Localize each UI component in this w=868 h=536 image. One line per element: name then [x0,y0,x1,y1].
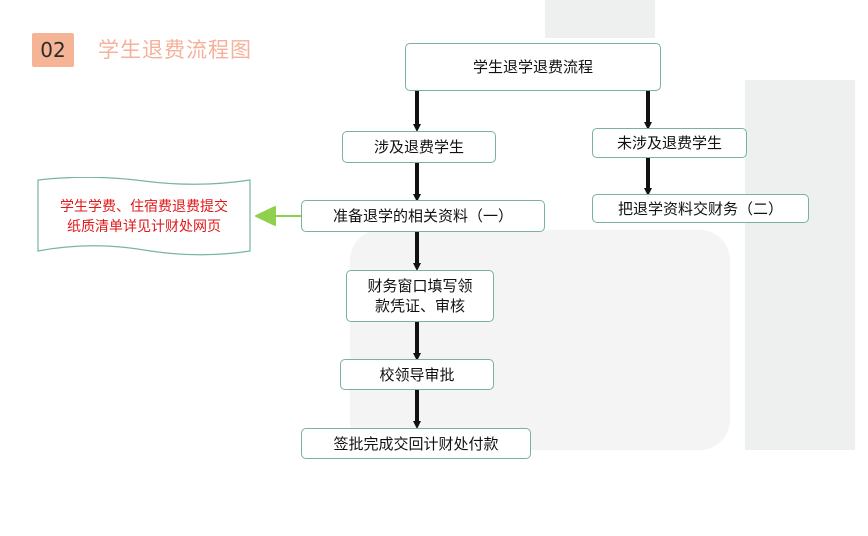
section-number: 02 [32,33,74,67]
background-shelf [745,80,855,450]
node-fill-voucher-line-1: 财务窗口填写领 [367,277,473,295]
node-fill-voucher-line-2: 款凭证、审核 [374,297,465,315]
note-text: 学生学费、住宿费退费提交 纸质清单详见计财处网页 [54,197,234,237]
background-frame [545,0,655,38]
note-banner: 学生学费、住宿费退费提交 纸质清单详见计财处网页 [36,177,252,257]
note-line-2: 纸质清单详见计财处网页 [67,219,221,235]
note-banner-shape [37,177,251,256]
node-right-branch: 未涉及退费学生 [592,128,747,158]
node-left-branch: 涉及退费学生 [342,131,496,163]
node-fill-voucher: 财务窗口填写领 款凭证、审核 [346,270,494,322]
node-submit-finance: 把退学资料交财务（二） [592,194,809,223]
node-start: 学生退学退费流程 [405,43,661,91]
page-title: 学生退费流程图 [98,38,252,62]
node-complete: 签批完成交回计财处付款 [301,428,531,459]
note-line-1: 学生学费、住宿费退费提交 [60,199,228,215]
node-prepare: 准备退学的相关资料（一） [301,200,545,232]
note-arrow [255,206,303,226]
node-approve: 校领导审批 [340,359,494,390]
